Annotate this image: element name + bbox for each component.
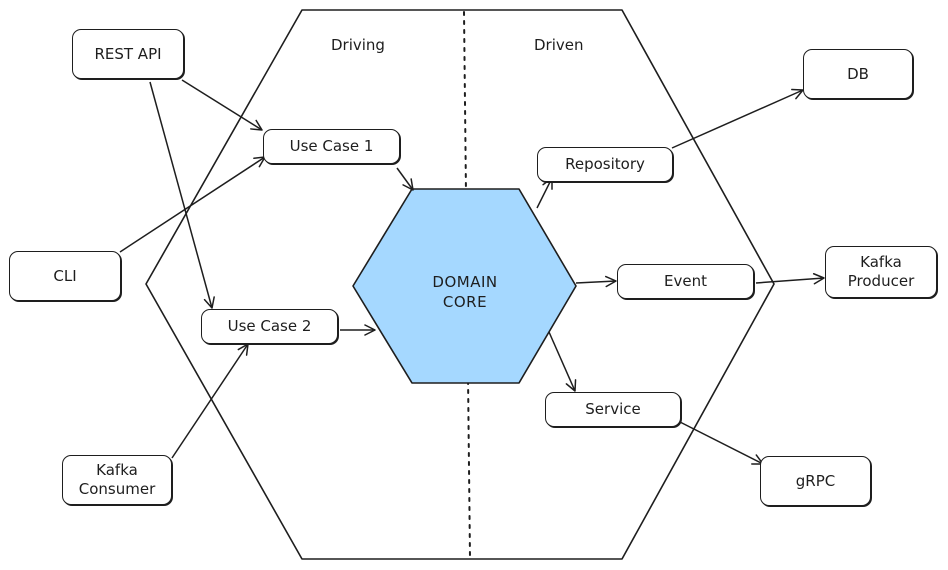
arrow-cli-to-use-case-1 [119, 156, 266, 253]
arrow-core-to-repository [536, 177, 553, 209]
rest-api-node: REST API [72, 29, 184, 79]
service-node: Service [545, 392, 681, 427]
use-case-2-node: Use Case 2 [201, 309, 338, 344]
arrow-repository-to-db [671, 88, 804, 149]
event-node: Event [617, 264, 754, 299]
driving-section-label: Driving [331, 36, 385, 54]
cli-node: CLI [9, 251, 121, 301]
kafka-producer-node: Kafka Producer [825, 246, 937, 298]
arrow-event-to-kafka-producer [755, 272, 825, 285]
arrow-core-to-event [575, 275, 617, 288]
kafka-consumer-node: Kafka Consumer [62, 455, 172, 505]
arrow-rest-api-to-use-case-1 [181, 79, 263, 131]
use-case-1-node: Use Case 1 [263, 129, 400, 164]
arrow-service-to-grpc [679, 421, 764, 465]
repository-node: Repository [537, 147, 673, 182]
grpc-node: gRPC [760, 456, 871, 506]
arrow-use-case-1-to-core [396, 167, 414, 191]
domain-core-label: DOMAIN CORE [432, 273, 498, 311]
domain-core-hexagon [352, 188, 577, 384]
arrow-core-to-service [548, 331, 577, 392]
application-boundary-hexagon [145, 9, 775, 560]
arrow-kafka-consumer-to-use-case-2 [171, 343, 249, 459]
driven-section-label: Driven [534, 36, 584, 54]
arrow-rest-api-to-use-case-2 [149, 81, 215, 309]
db-node: DB [803, 49, 913, 99]
